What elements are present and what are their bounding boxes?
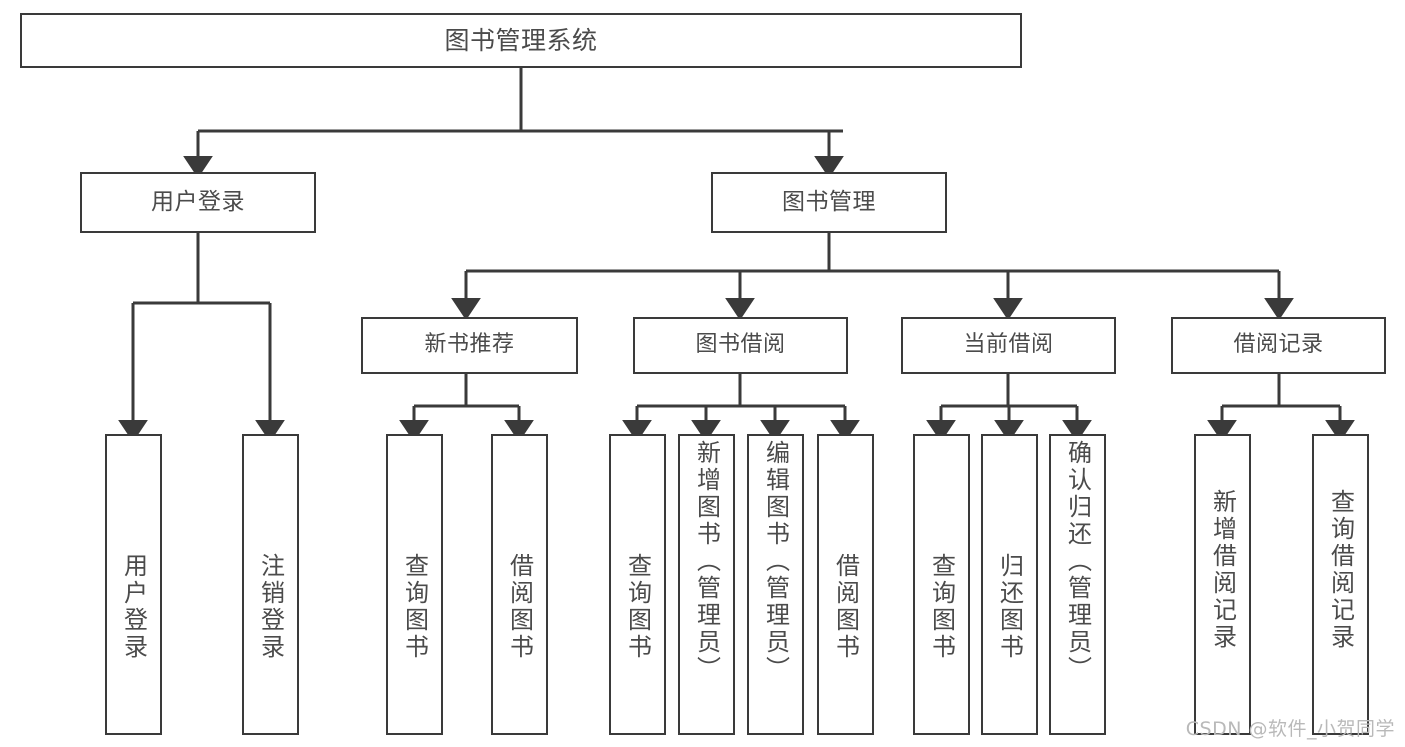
leaf-user-logout[interactable]: 注销登录 <box>242 434 299 735</box>
node-label: 查询借阅记录 <box>1326 488 1355 651</box>
node-label: 图书管理 <box>782 188 876 215</box>
node-label: 新书推荐 <box>424 332 515 358</box>
leaf-user-login[interactable]: 用户登录 <box>105 434 162 735</box>
node-label: 借阅记录 <box>1233 332 1324 358</box>
leaf-borrowrecord-add-record[interactable]: 新增借阅记录 <box>1194 434 1251 735</box>
node-label: 归还图书 <box>995 553 1024 661</box>
node-new-book-recommend[interactable]: 新书推荐 <box>361 317 578 374</box>
leaf-currentborrow-query-book[interactable]: 查询图书 <box>913 434 970 735</box>
leaf-bookborrow-add-book-admin[interactable]: 新增图书（管理员） <box>678 434 735 735</box>
node-book-borrow[interactable]: 图书借阅 <box>633 317 848 374</box>
node-label: 用户登录 <box>119 553 148 661</box>
node-label: 查询图书 <box>400 553 429 661</box>
leaf-bookborrow-edit-book-admin[interactable]: 编辑图书（管理员） <box>747 434 804 735</box>
node-book-manage[interactable]: 图书管理 <box>711 172 947 233</box>
node-label: 查询图书 <box>927 553 956 661</box>
leaf-borrowrecord-query-record[interactable]: 查询借阅记录 <box>1312 434 1369 735</box>
node-label: 当前借阅 <box>963 332 1054 358</box>
node-label: 图书借阅 <box>695 332 786 358</box>
node-label: 新增图书（管理员） <box>692 440 721 683</box>
node-label: 借阅图书 <box>831 553 860 661</box>
node-label: 新增借阅记录 <box>1208 488 1237 651</box>
leaf-newbook-query-book[interactable]: 查询图书 <box>386 434 443 735</box>
node-label: 确认归还（管理员） <box>1063 440 1092 683</box>
node-label: 查询图书 <box>623 553 652 661</box>
node-label: 借阅图书 <box>505 553 534 661</box>
node-current-borrow[interactable]: 当前借阅 <box>901 317 1116 374</box>
node-label: 注销登录 <box>256 553 285 661</box>
node-label: 用户登录 <box>151 188 245 215</box>
leaf-newbook-borrow-book[interactable]: 借阅图书 <box>491 434 548 735</box>
node-label: 编辑图书（管理员） <box>761 440 790 683</box>
leaf-currentborrow-return-book[interactable]: 归还图书 <box>981 434 1038 735</box>
leaf-currentborrow-confirm-return-admin[interactable]: 确认归还（管理员） <box>1049 434 1106 735</box>
leaf-bookborrow-borrow-book[interactable]: 借阅图书 <box>817 434 874 735</box>
node-root-system[interactable]: 图书管理系统 <box>20 13 1022 68</box>
node-label: 图书管理系统 <box>444 25 598 55</box>
csdn-watermark: CSDN @软件_小贺同学 <box>1185 718 1395 740</box>
node-borrow-record[interactable]: 借阅记录 <box>1171 317 1386 374</box>
node-user-login[interactable]: 用户登录 <box>80 172 316 233</box>
leaf-bookborrow-query-book[interactable]: 查询图书 <box>609 434 666 735</box>
